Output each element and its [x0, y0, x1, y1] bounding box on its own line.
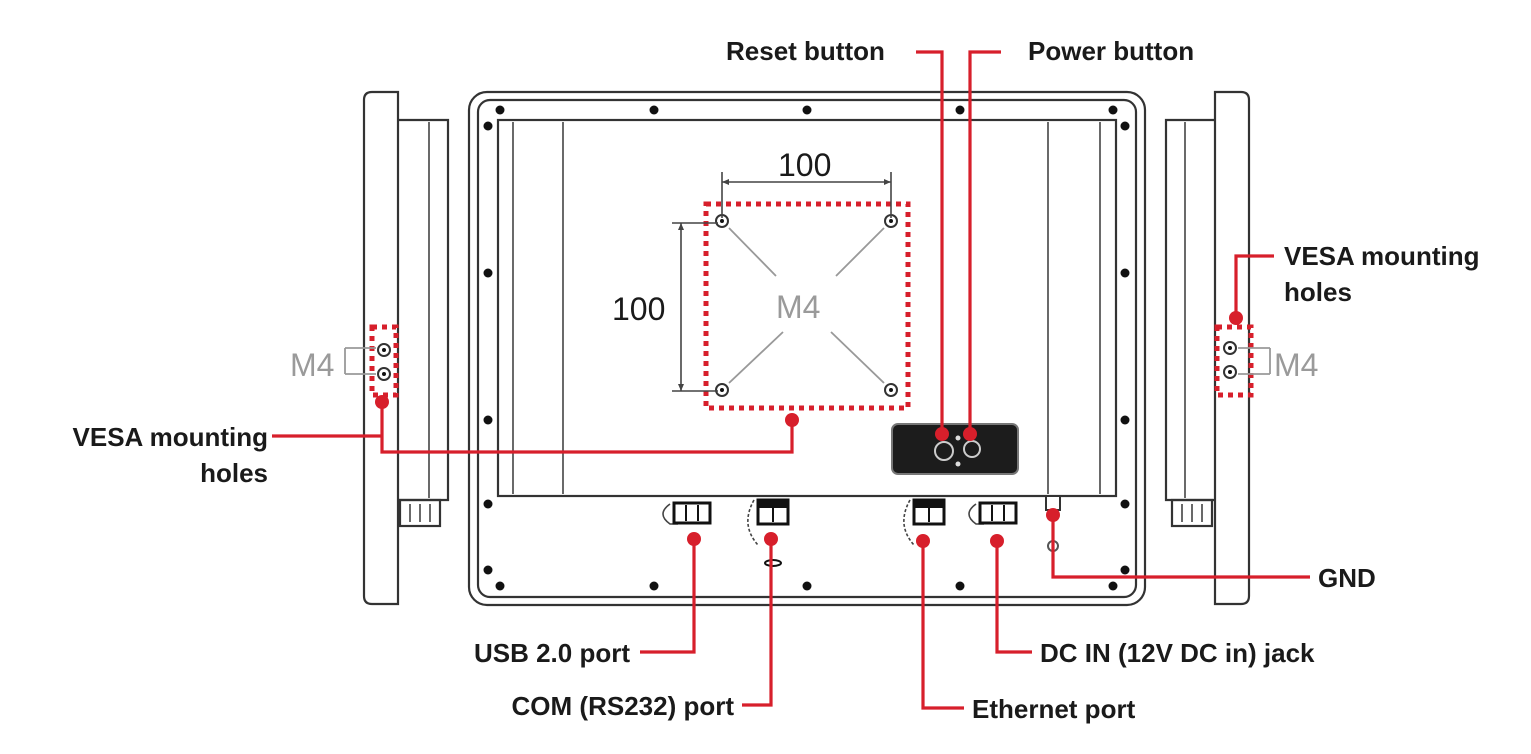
right-screw-top: [1223, 341, 1237, 355]
gnd-label: GND: [1318, 563, 1376, 593]
power-button-glyph: [963, 440, 981, 458]
reset-leader: [916, 50, 944, 432]
reset-button-label: Reset button: [726, 36, 885, 66]
dc-in-connector: [968, 501, 1018, 525]
usb-label: USB 2.0 port: [474, 638, 630, 668]
com-connector: [747, 498, 790, 567]
reset-marker: [935, 427, 949, 441]
power-leader: [968, 50, 1001, 432]
reset-button-glyph: [934, 441, 954, 461]
vesa-left-marker: [375, 395, 389, 409]
horizontal-dimension: [721, 172, 892, 218]
rear-screws: [483, 105, 1130, 591]
vesa-center-marker: [785, 413, 799, 427]
dc-in-leader: [995, 542, 1032, 654]
power-marker: [963, 427, 977, 441]
usb-connector: [662, 501, 712, 525]
ethernet-label: Ethernet port: [972, 694, 1136, 724]
com-label: COM (RS232) port: [512, 691, 735, 721]
button-panel: [891, 423, 1019, 475]
vesa-right-label-line2: holes: [1284, 277, 1352, 307]
right-screw-bottom: [1223, 365, 1237, 379]
vesa-right-leader: [1234, 254, 1274, 316]
left-screw-bottom: [377, 367, 391, 381]
gnd-marker: [1046, 508, 1060, 522]
center-m4-label: M4: [776, 289, 820, 325]
right-vesa-holes-box: [1214, 324, 1254, 398]
power-button-label: Power button: [1028, 36, 1194, 66]
right-side-view: [1164, 90, 1271, 606]
vesa-right-marker: [1229, 311, 1243, 325]
dc-in-marker: [990, 534, 1004, 548]
vesa-right-label-line1: VESA mounting: [1284, 241, 1479, 271]
left-connector: [398, 498, 442, 528]
vesa-pointer-lines: [728, 227, 885, 384]
ethernet-connector: [903, 498, 946, 546]
left-side-view: [344, 90, 450, 606]
vesa-left-label-line2: holes: [200, 458, 268, 488]
right-connector: [1170, 498, 1214, 528]
ethernet-leader: [921, 542, 964, 710]
vesa-shared-leader: [380, 404, 794, 454]
com-leader: [742, 540, 773, 707]
right-m4-label: M4: [1274, 347, 1318, 383]
leader-lines: [272, 50, 1310, 710]
vertical-dimension: [672, 222, 718, 392]
vertical-dimension-label: 100: [612, 291, 665, 327]
ethernet-marker: [916, 534, 930, 548]
rear-view: [467, 90, 1147, 607]
usb-marker: [687, 532, 701, 546]
com-marker: [764, 532, 778, 546]
rear-vesa-holes-box: [703, 201, 911, 411]
vesa-left-label-line1: VESA mounting: [73, 422, 268, 452]
left-screw-top: [377, 343, 391, 357]
left-vesa-holes-box: [369, 324, 399, 398]
gnd-leader: [1051, 515, 1310, 579]
usb-leader: [640, 540, 696, 654]
left-m4-label: M4: [290, 347, 334, 383]
horizontal-dimension-label: 100: [778, 147, 831, 183]
dc-in-label: DC IN (12V DC in) jack: [1040, 638, 1315, 668]
